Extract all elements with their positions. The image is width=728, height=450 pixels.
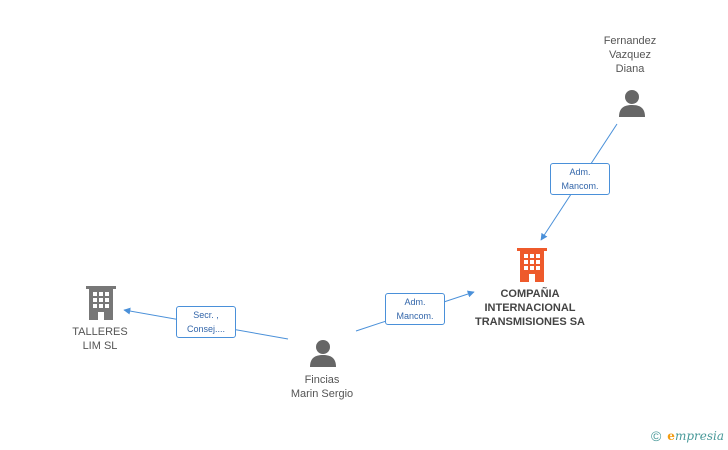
person-icon[interactable] (618, 88, 646, 118)
company-focus-line3: TRANSMISIONES SA (474, 316, 585, 328)
edge-label-line1: Adm. (404, 297, 426, 307)
building-icon-focus[interactable] (517, 248, 547, 282)
person-bottom-label[interactable]: Fincias Marin Sergio (270, 373, 374, 401)
person-top-line1: Fernandez (603, 35, 657, 47)
company-left-label[interactable]: TALLERES LIM SL (60, 325, 140, 353)
company-left-line1: TALLERES (72, 326, 128, 338)
person-top-line3: Diana (615, 63, 645, 75)
company-focus-line2: INTERNACIONAL (484, 302, 576, 314)
person-top-line2: Vazquez (609, 49, 651, 61)
company-focus-line1: COMPAÑIA (500, 288, 560, 300)
edge-label-line2: Mancom. (396, 311, 434, 321)
building-icon[interactable] (86, 286, 116, 320)
brand-logo[interactable]: empresia (667, 429, 724, 443)
person-bottom-line2: Marin Sergio (290, 388, 354, 400)
person-top-label[interactable]: Fernandez Vazquez Diana (580, 34, 680, 76)
edge-label-line1: Secr. , (193, 310, 219, 320)
edge-label-top-to-focus[interactable]: Adm. Mancom. (550, 163, 610, 195)
copyright-icon: © (650, 428, 662, 444)
company-focus-label[interactable]: COMPAÑIA INTERNACIONAL TRANSMISIONES SA (460, 287, 600, 329)
company-left-line2: LIM SL (82, 340, 118, 352)
brand-rest: mpresia (674, 429, 724, 443)
edge-label-line1: Adm. (569, 167, 591, 177)
edge-label-bottom-to-focus[interactable]: Adm. Mancom. (385, 293, 445, 325)
footer: © empresia (651, 428, 724, 444)
edge-label-line2: Consej.... (186, 324, 226, 334)
edge-label-bottom-to-left[interactable]: Secr. , Consej.... (176, 306, 236, 338)
person-bottom-line1: Fincias (304, 374, 340, 386)
brand-initial: e (667, 429, 675, 443)
edge-label-line2: Mancom. (561, 181, 599, 191)
person-icon[interactable] (309, 338, 337, 368)
